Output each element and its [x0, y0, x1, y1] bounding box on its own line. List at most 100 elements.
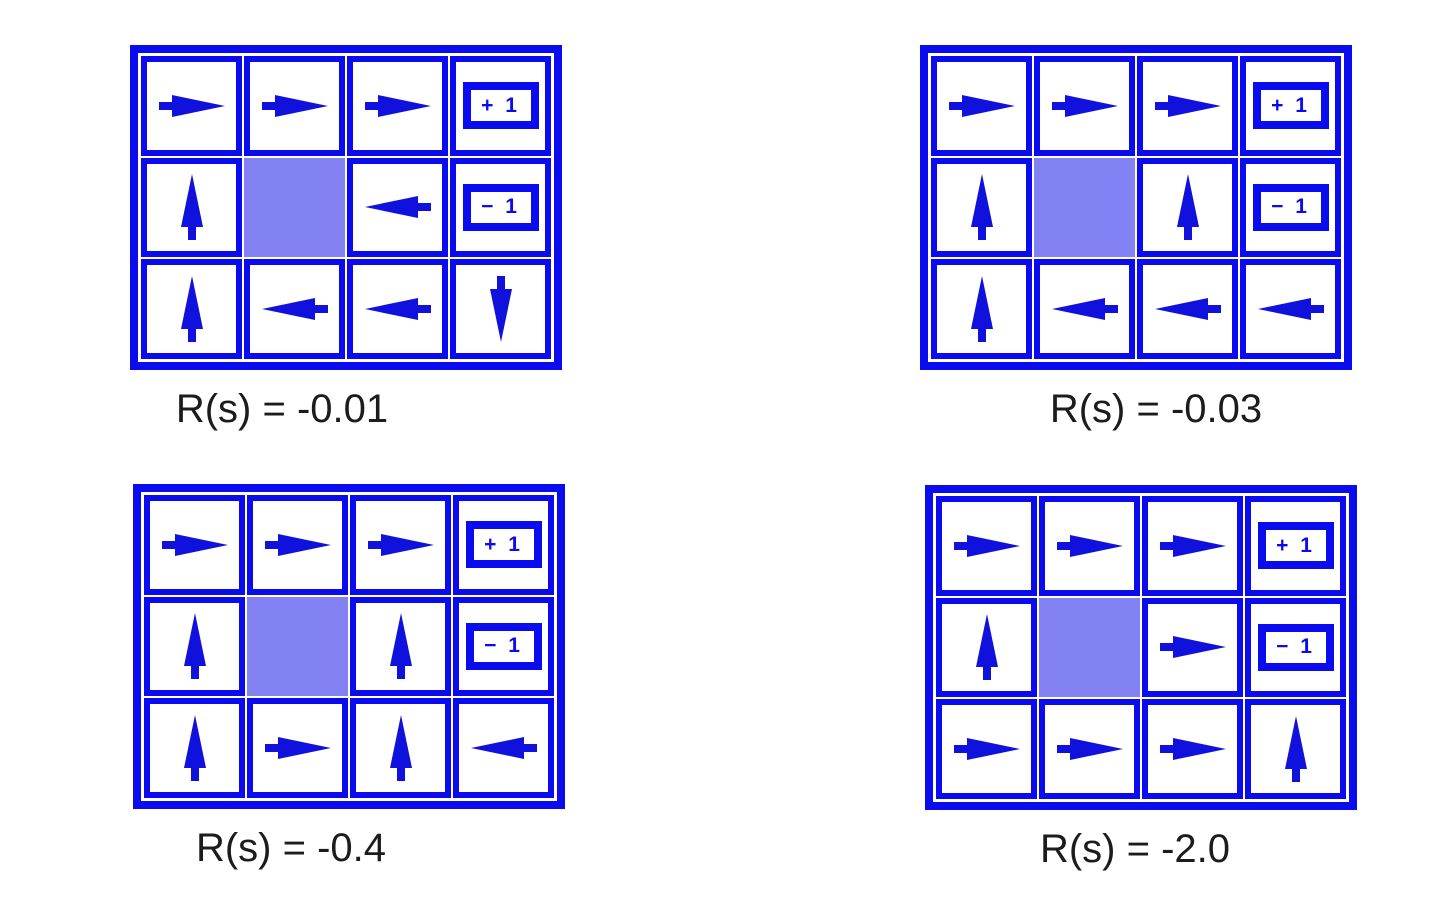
policy-arrow-up-icon: [388, 715, 414, 782]
policy-arrow-right-icon: [1056, 736, 1123, 762]
policy-arrow-up-icon: [388, 613, 414, 680]
policy-arrow-right-icon: [1154, 93, 1221, 119]
policy-cell: [144, 698, 245, 798]
policy-arrow-left-icon: [261, 296, 328, 322]
policy-arrow-down-icon: [488, 276, 514, 343]
policy-grid-cells: + 1 − 1: [141, 56, 551, 359]
reward-minus-one-box: − 1: [1252, 183, 1329, 231]
panel-r-minus-2-0: + 1− 1 R(s) = -2.0: [925, 485, 1357, 872]
policy-arrow-up-icon: [179, 174, 205, 241]
policy-grid: + 1 − 1: [920, 45, 1352, 370]
policy-arrow-right-icon: [1159, 533, 1226, 559]
policy-arrow-right-icon: [161, 532, 228, 558]
policy-cell: [931, 157, 1032, 258]
terminal-plus-cell: + 1: [450, 56, 551, 156]
policy-cell: [1137, 56, 1238, 156]
reward-label: + 1: [481, 93, 520, 117]
policy-cell: [936, 699, 1037, 799]
policy-arrow-right-icon: [158, 93, 225, 119]
policy-cell: [1034, 259, 1135, 359]
policy-cell: [1137, 157, 1238, 258]
policy-cell: [350, 596, 451, 697]
policy-arrow-up-icon: [182, 613, 208, 680]
terminal-minus-cell: − 1: [453, 596, 554, 697]
reward-plus-one-box: + 1: [1257, 522, 1334, 570]
policy-arrow-left-icon: [1257, 296, 1324, 322]
panel-caption: R(s) = -0.4: [195, 826, 387, 870]
policy-cell: [936, 496, 1037, 596]
blocked-cell: [1039, 597, 1140, 698]
terminal-minus-cell: − 1: [450, 157, 551, 258]
policy-arrow-right-icon: [367, 532, 434, 558]
policy-arrow-up-icon: [182, 715, 208, 782]
policy-arrow-up-icon: [1175, 174, 1201, 241]
terminal-plus-cell: + 1: [1245, 496, 1346, 596]
policy-cell: [141, 259, 242, 359]
panel-r-minus-0-01: + 1− 1 R(s) = -0.01: [130, 45, 562, 432]
policy-arrow-left-icon: [1051, 296, 1118, 322]
policy-arrow-right-icon: [953, 736, 1020, 762]
policy-arrow-right-icon: [264, 735, 331, 761]
policy-arrow-right-icon: [261, 93, 328, 119]
policy-cell: [1142, 496, 1243, 596]
blocked-cell: [1034, 157, 1135, 258]
policy-cell: [244, 259, 345, 359]
blocked-cell: [244, 157, 345, 258]
reward-label: − 1: [1271, 195, 1310, 219]
policy-arrow-left-icon: [364, 194, 431, 220]
policy-arrow-up-icon: [969, 276, 995, 343]
reward-minus-one-box: − 1: [462, 183, 539, 231]
policy-cell: [141, 56, 242, 156]
policy-cell: [144, 495, 245, 595]
policy-cell: [141, 157, 242, 258]
reward-label: − 1: [1276, 635, 1315, 659]
policy-cell: [1039, 496, 1140, 596]
reward-minus-one-box: − 1: [1257, 623, 1334, 671]
policy-cell: [931, 259, 1032, 359]
blocked-cell: [247, 596, 348, 697]
reward-plus-one-box: + 1: [1252, 82, 1329, 130]
policy-cell: [1245, 699, 1346, 799]
policy-grid-cells: + 1 − 1: [936, 496, 1346, 799]
policy-cell: [1240, 259, 1341, 359]
policy-cell: [1034, 56, 1135, 156]
policy-cell: [347, 56, 448, 156]
terminal-minus-cell: − 1: [1240, 157, 1341, 258]
policy-cell: [347, 259, 448, 359]
policy-cell: [1137, 259, 1238, 359]
policy-cell: [1142, 597, 1243, 698]
policy-cell: [144, 596, 245, 697]
policy-cell: [931, 56, 1032, 156]
policy-cell: [244, 56, 345, 156]
panel-r-minus-0-03: + 1 − 1 R(s) = -0.03: [920, 45, 1352, 432]
panel-caption: R(s) = -0.03: [1049, 387, 1263, 431]
policy-arrow-left-icon: [1154, 296, 1221, 322]
terminal-minus-cell: − 1: [1245, 597, 1346, 698]
policy-arrow-right-icon: [948, 93, 1015, 119]
policy-cell: [247, 495, 348, 595]
policy-cell: [247, 698, 348, 798]
policy-cell: [450, 259, 551, 359]
policy-grid-cells: + 1 − 1: [144, 495, 554, 798]
policy-arrow-left-icon: [364, 296, 431, 322]
policy-arrow-right-icon: [953, 533, 1020, 559]
policy-arrow-left-icon: [470, 735, 537, 761]
reward-label: + 1: [484, 532, 523, 556]
reward-plus-one-box: + 1: [465, 521, 542, 569]
policy-cell: [347, 157, 448, 258]
policy-grid-cells: + 1 − 1: [931, 56, 1341, 359]
policy-arrow-right-icon: [364, 93, 431, 119]
policy-arrow-up-icon: [974, 614, 1000, 681]
reward-minus-one-box: − 1: [465, 622, 542, 670]
policy-grid: + 1 − 1: [925, 485, 1357, 810]
policy-arrow-right-icon: [1051, 93, 1118, 119]
reward-label: + 1: [1271, 93, 1310, 117]
policy-cell: [350, 495, 451, 595]
policy-cell: [453, 698, 554, 798]
panel-r-minus-0-4: + 1 − 1 R(s) = -0.4: [133, 484, 565, 871]
policy-arrow-right-icon: [1159, 634, 1226, 660]
policy-arrow-up-icon: [1283, 716, 1309, 783]
policy-arrow-up-icon: [179, 276, 205, 343]
policy-arrow-right-icon: [1056, 533, 1123, 559]
terminal-plus-cell: + 1: [1240, 56, 1341, 156]
